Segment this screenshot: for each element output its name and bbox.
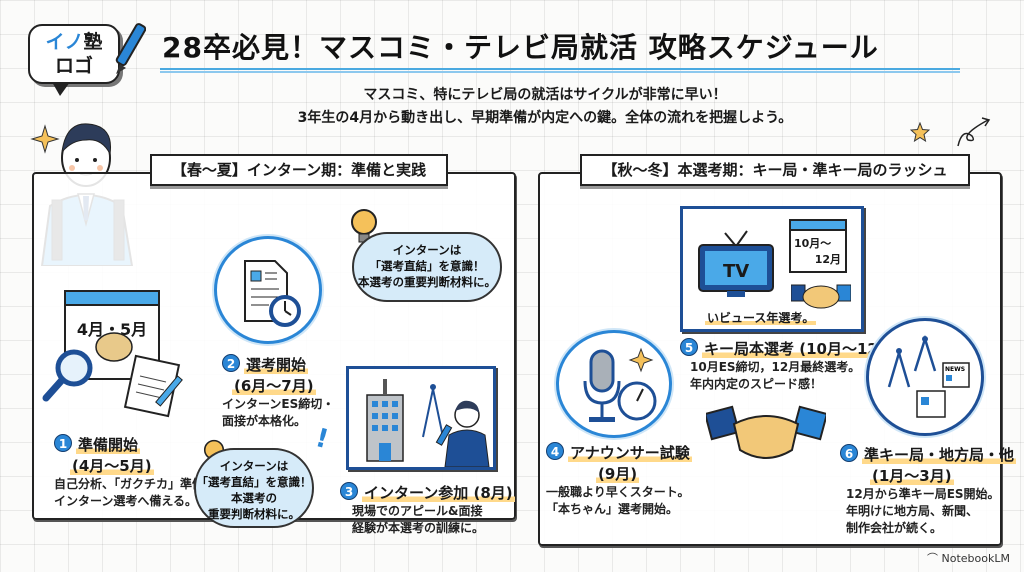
- step-3-number: 3: [340, 482, 358, 500]
- step-1-period: (4月〜5月): [70, 457, 154, 475]
- logo-text-black: 塾: [83, 31, 103, 53]
- microphone-stopwatch-icon: [583, 347, 657, 422]
- lightbulb-icon: [351, 209, 377, 243]
- title-underline: [160, 68, 960, 73]
- step-6-number: 6: [840, 444, 858, 462]
- key-station-frame: TV 10月〜 12月 いビュース年選考。: [680, 206, 864, 332]
- curly-arrow-icon: [957, 117, 991, 147]
- left-panel-ribbon: 【春〜夏】インターン期：準備と実践: [150, 154, 448, 186]
- tv-label: TV: [723, 261, 750, 282]
- sparkle-icon: [30, 124, 60, 154]
- step-2-number: 2: [222, 354, 240, 372]
- subtitle-line-1: マスコミ、特にテレビ局の就活はサイクルが非常に早い！: [363, 87, 727, 103]
- subtitle: マスコミ、特にテレビ局の就活はサイクルが非常に早い！ 3年生の4月から動き出し、…: [280, 84, 810, 130]
- step-4-body: 一般職より早くスタート。 「本ちゃん」選考開始。: [546, 485, 690, 516]
- step-2-title: 選考開始: [244, 356, 309, 374]
- document-clock-circle: [214, 236, 322, 344]
- tv-station-reporter-icon: [366, 379, 490, 468]
- step-1-title: 準備開始: [76, 436, 141, 454]
- microphone-circle: [556, 330, 672, 438]
- media-circle: NEWS: [866, 318, 984, 436]
- calendar-right-label-2: 12月: [814, 253, 841, 266]
- step-2-body: インターンES締切・ 面接が本格化。: [222, 397, 335, 428]
- logo-text-line2: ロゴ: [54, 55, 93, 77]
- step-5-title: キー局本選考 (10月〜12月): [702, 340, 902, 358]
- step-4-title: アナウンサー試験: [568, 444, 692, 462]
- step-3-title: インターン参加 (8月): [362, 484, 515, 502]
- step-6-body: 12月から準キー局ES開始。 年明けに地方局、新聞、 制作会社が続く。: [846, 487, 1000, 535]
- notebooklm-watermark: ⌒ NotebookLM: [927, 550, 1010, 566]
- tip-cloud-top: インターンは 「選考直結」を意識！ 本選考の重要判断材料に。: [352, 232, 502, 302]
- subtitle-line-2: 3年生の4月から動き出し、早期準備が内定への鍵。全体の流れを把握しよう。: [297, 110, 793, 126]
- magnifier-icon: [42, 349, 93, 402]
- calendar-right-label-1: 10月〜: [794, 237, 832, 250]
- handshake-icon-small: [791, 284, 851, 309]
- step-5-number: 5: [680, 338, 698, 356]
- step-1-number: 1: [54, 434, 72, 452]
- step-4-number: 4: [546, 442, 564, 460]
- calendar-icon-right: 10月〜 12月: [789, 219, 847, 273]
- step-6-title: 準キー局・地方局・他: [862, 446, 1017, 464]
- internship-scene-frame: [346, 366, 496, 470]
- handshake-icon: [706, 405, 826, 459]
- star-icon: [910, 122, 930, 142]
- notebooklm-icon: ⌒: [927, 552, 942, 565]
- brain-icon: [95, 332, 133, 362]
- calendar-label: 4月・5月: [76, 320, 148, 339]
- step-4-period: (9月): [596, 465, 640, 483]
- step-3-body: 現場でのアピール&面接 経験が本選考の訓練に。: [352, 504, 485, 535]
- notepad-icon: [123, 354, 183, 418]
- tv-icon: [698, 230, 774, 297]
- pen-icon: [115, 23, 146, 74]
- right-panel-ribbon: 【秋〜冬】本選考期：キー局・準キー局のラッシュ: [580, 154, 970, 186]
- tip-cloud-bottom: インターンは 「選考直結」を意識！ 本選考の 重要判断材料に。: [194, 448, 314, 528]
- step-1-body: 自己分析、「ガクチカ」準備。 インターン選考へ備える。: [54, 477, 217, 508]
- calendar-header: [66, 292, 158, 306]
- broadcast-news-icon: NEWS: [887, 334, 970, 418]
- news-label: NEWS: [945, 366, 965, 373]
- logo-text-blue: イノ: [45, 31, 84, 53]
- notebooklm-label: NotebookLM: [941, 552, 1010, 565]
- step-6-period: (1月〜3月): [870, 467, 954, 485]
- frame-caption: いビュース年選考。: [705, 311, 817, 325]
- logo-bubble: イノ塾 ロゴ: [28, 24, 120, 96]
- document-clock-icon: [244, 260, 301, 327]
- step-2-period: (6月〜7月): [232, 377, 316, 395]
- step-5-body: 10月ES締切，12月最終選考。 年内内定のスピード感！: [690, 360, 861, 391]
- page-title: 28卒必見！マスコミ・テレビ局就活 攻略スケジュール: [162, 31, 879, 64]
